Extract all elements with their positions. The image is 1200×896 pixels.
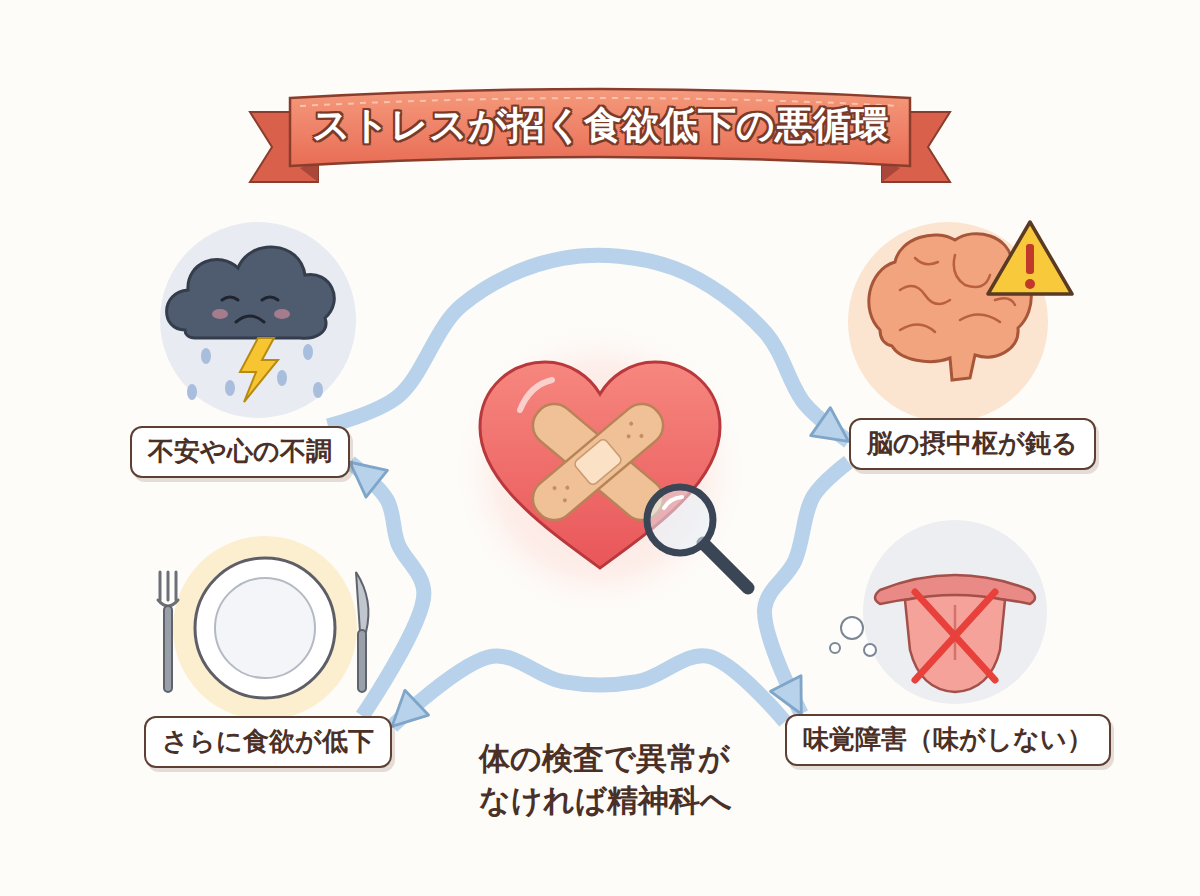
cycle-arrow	[328, 255, 849, 441]
step-box: 不安や心の不調	[130, 426, 350, 478]
tongue-icon	[830, 520, 1047, 704]
anxiety-cloud-icon	[160, 222, 356, 418]
brain-icon	[848, 222, 1072, 422]
step-box: 脳の摂中枢が鈍る	[849, 418, 1096, 470]
step-box: 味覚障害（味がしない）	[785, 714, 1111, 766]
step-box: さらに食欲が低下	[144, 716, 392, 768]
advice-note: 体の検査で異常がなければ精神科へ	[479, 738, 733, 822]
title-ribbon	[250, 89, 950, 182]
title: ストレスが招く食欲低下の悪循環	[312, 103, 889, 149]
empty-plate-icon	[158, 536, 368, 720]
step-text: 不安や心の不調	[148, 435, 332, 469]
step-text: 脳の摂中枢が鈍る	[867, 427, 1078, 461]
note-wrap: 体の検査で異常がなければ精神科へ	[479, 738, 733, 822]
step-text: さらに食欲が低下	[162, 725, 374, 759]
cycle-arrow	[392, 656, 785, 727]
cycle-arrow	[350, 462, 424, 716]
step-text: 味覚障害（味がしない）	[803, 723, 1093, 757]
cycle-arrow	[765, 462, 849, 714]
bandaged-heart-icon	[450, 320, 750, 620]
